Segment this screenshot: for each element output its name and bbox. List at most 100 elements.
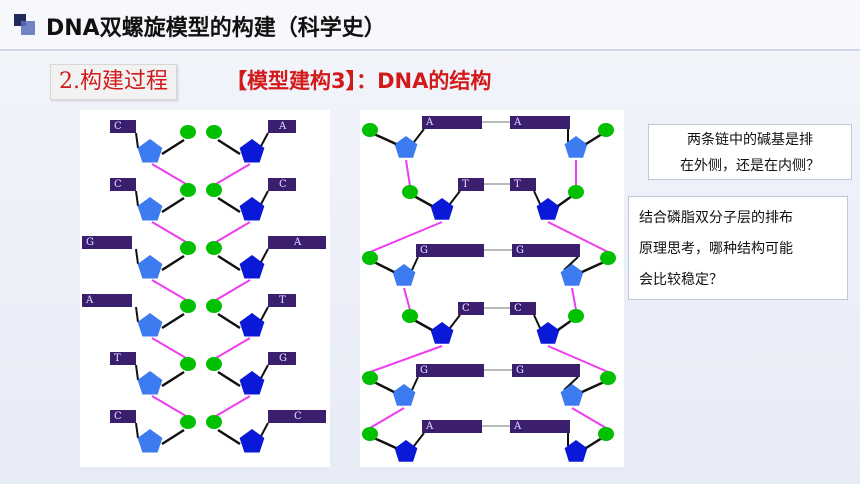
- base-letter: A: [425, 421, 434, 432]
- base-stem: [533, 190, 541, 205]
- base-stem: [413, 432, 425, 447]
- base-letter: C: [294, 411, 302, 422]
- backbone-link: [403, 287, 411, 311]
- base-block: [416, 364, 484, 377]
- base-stem: [413, 128, 425, 143]
- backbone-link: [369, 345, 443, 373]
- backbone-link: [215, 279, 251, 301]
- backbone-link: [151, 163, 187, 185]
- question-1-line: 两条链中的碱基是排: [687, 132, 813, 148]
- base-stem: [135, 306, 139, 323]
- base-block: [458, 178, 484, 191]
- base-block: [268, 236, 326, 249]
- backbone-link: [547, 221, 609, 253]
- sugar-pentagon: [394, 136, 418, 158]
- phosphate-circle: [598, 427, 614, 441]
- base-stem: [259, 190, 269, 207]
- phosphate-bond: [557, 318, 573, 332]
- sugar-pentagon: [430, 322, 454, 344]
- base-letter: C: [462, 303, 470, 314]
- backbone-link: [151, 337, 187, 359]
- base-block: [268, 120, 296, 133]
- sugar-pentagon: [564, 136, 588, 158]
- phosphate-bond: [585, 436, 603, 450]
- base-stem: [259, 422, 269, 439]
- phosphate-circle: [402, 309, 418, 323]
- base-block: [510, 178, 536, 191]
- base-letter: A: [293, 237, 302, 248]
- phosphate-bond: [373, 380, 395, 394]
- sugar-pentagon: [564, 440, 588, 462]
- base-stem: [449, 190, 461, 205]
- phosphate-circle: [568, 309, 584, 323]
- phosphate-circle: [206, 299, 222, 313]
- base-stem: [533, 314, 541, 329]
- phosphate-circle: [180, 357, 196, 371]
- sugar-pentagon: [536, 322, 560, 344]
- base-block: [422, 420, 482, 433]
- phosphate-circle: [180, 125, 196, 139]
- base-stem: [259, 132, 269, 149]
- phosphate-circle: [180, 415, 196, 429]
- sugar-pentagon: [239, 255, 265, 279]
- phosphate-bond: [217, 370, 241, 388]
- base-block: [458, 302, 484, 315]
- phosphate-bond: [217, 196, 241, 214]
- phosphate-bond: [217, 312, 241, 330]
- backbone-link: [215, 221, 251, 243]
- phosphate-bond: [161, 254, 185, 272]
- base-stem: [135, 132, 139, 149]
- question-base-position: 两条链中的碱基是排 在外侧，还是在内侧？: [648, 124, 852, 180]
- sugar-pentagon: [239, 139, 265, 163]
- sugar-pentagon: [137, 313, 163, 337]
- title-divider: [0, 49, 860, 51]
- sugar-pentagon: [239, 197, 265, 221]
- base-stem: [259, 364, 269, 381]
- sugar-pentagon: [239, 313, 265, 337]
- sugar-pentagon: [560, 264, 584, 286]
- base-stem: [135, 248, 139, 265]
- base-letter: C: [279, 179, 287, 190]
- phosphate-bond: [373, 132, 397, 146]
- base-block: [510, 116, 570, 129]
- base-stem: [411, 376, 419, 391]
- phosphate-circle: [206, 357, 222, 371]
- base-letter: T: [279, 295, 286, 306]
- base-stem: [259, 248, 269, 265]
- base-stem: [135, 190, 139, 207]
- phosphate-bond: [161, 138, 185, 156]
- backbone-link: [405, 159, 411, 187]
- base-letter: G: [420, 365, 428, 376]
- phosphate-bond: [161, 370, 185, 388]
- phosphate-circle: [206, 125, 222, 139]
- backbone-link: [369, 407, 405, 429]
- question-2-line: 结合磷脂双分子层的排布: [639, 210, 793, 226]
- phosphate-bond: [161, 428, 185, 446]
- base-letter: G: [420, 245, 428, 256]
- base-stem: [563, 376, 579, 391]
- base-letter: T: [462, 179, 469, 190]
- base-letter: C: [514, 303, 522, 314]
- phosphate-circle: [362, 251, 378, 265]
- backbone-link: [151, 221, 187, 243]
- base-stem: [449, 314, 461, 329]
- phosphate-bond: [557, 194, 573, 208]
- slide-title: DNA双螺旋模型的构建（科学史）: [46, 16, 386, 41]
- phosphate-circle: [402, 185, 418, 199]
- backbone-link: [571, 287, 577, 311]
- backbone-link: [369, 221, 443, 253]
- phosphate-bond: [161, 196, 185, 214]
- base-stem: [135, 364, 139, 381]
- phosphate-circle: [180, 183, 196, 197]
- phosphate-bond: [217, 428, 241, 446]
- phosphate-circle: [600, 251, 616, 265]
- base-letter: T: [514, 179, 521, 190]
- phosphate-bond: [161, 312, 185, 330]
- base-letter: C: [114, 121, 122, 132]
- phosphate-bond: [581, 260, 605, 274]
- base-block: [268, 410, 326, 423]
- phosphate-bond: [217, 138, 241, 156]
- backbone-link: [215, 163, 251, 185]
- backbone-link: [151, 395, 187, 417]
